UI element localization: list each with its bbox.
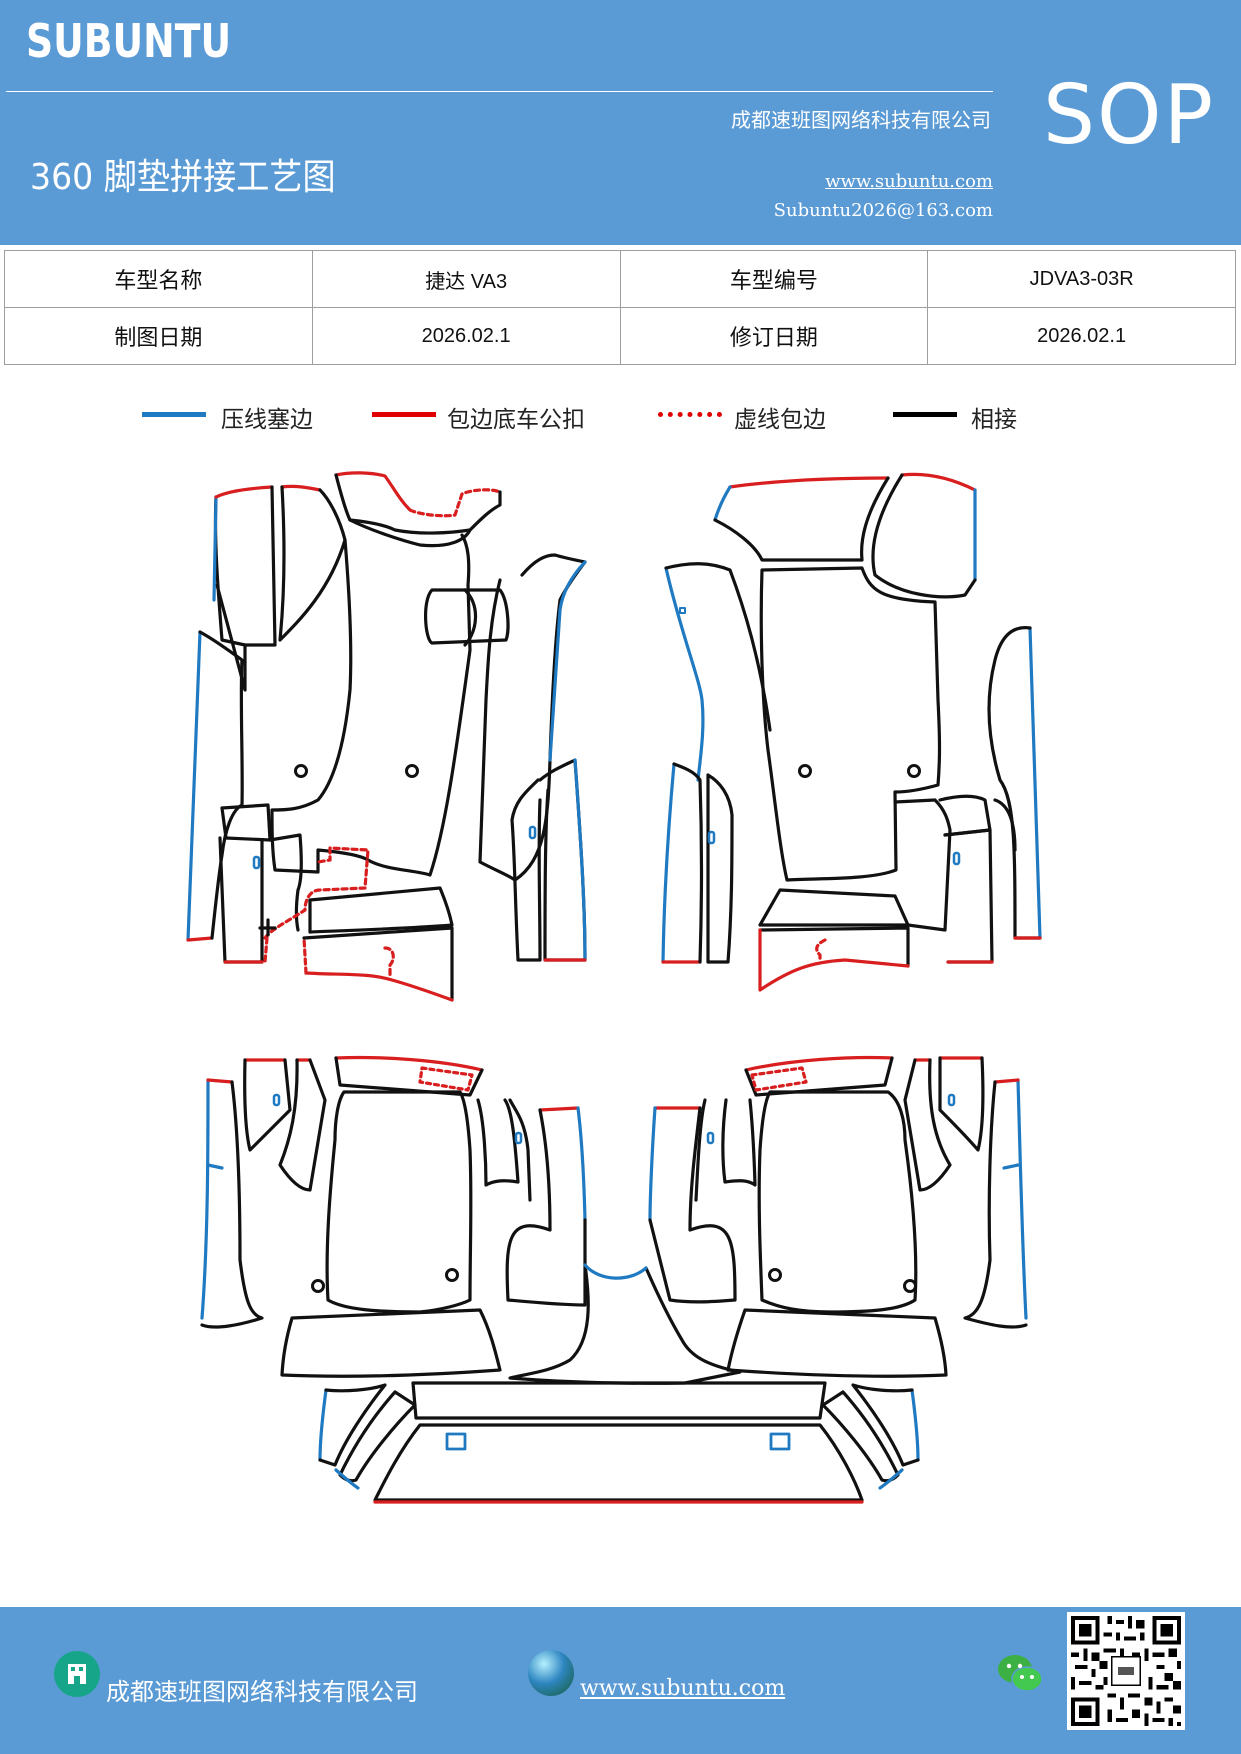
info-table: 车型名称 捷达 VA3 车型编号 JDVA3-03R 制图日期 2026.02.… xyxy=(4,250,1236,365)
legend-swatch-blue xyxy=(142,412,206,417)
footer-company: 成都速班图网络科技有限公司 xyxy=(106,1678,418,1706)
qr-code xyxy=(1067,1612,1185,1730)
header-company: 成都速班图网络科技有限公司 xyxy=(731,108,991,132)
header-divider xyxy=(6,91,993,92)
header-email: Subuntu2026@163.com xyxy=(773,200,993,221)
rear-mat-set xyxy=(200,1055,1028,1504)
legend-swatch-red xyxy=(372,412,436,417)
header-banner xyxy=(0,0,1241,245)
globe-icon xyxy=(528,1650,574,1696)
footer-url-link[interactable]: www.subuntu.com xyxy=(580,1676,786,1701)
table-row: 车型名称 捷达 VA3 车型编号 JDVA3-03R xyxy=(4,250,1236,308)
value-model-code: JDVA3-03R xyxy=(927,250,1236,308)
legend-label: 相接 xyxy=(971,407,1017,433)
sop-label: SOP xyxy=(1043,68,1216,163)
legend-swatch-black xyxy=(893,412,957,417)
header-url-link[interactable]: www.subuntu.com xyxy=(825,171,993,192)
label-draw-date: 制图日期 xyxy=(4,307,313,365)
value-revise-date: 2026.02.1 xyxy=(927,307,1236,365)
building-icon xyxy=(68,1664,86,1684)
label-model-name: 车型名称 xyxy=(4,250,313,308)
legend-label: 压线塞边 xyxy=(221,407,313,433)
brand-logo: SUBUNTU xyxy=(26,14,232,68)
value-model-name: 捷达 VA3 xyxy=(311,250,621,308)
company-icon xyxy=(54,1651,100,1697)
label-revise-date: 修订日期 xyxy=(619,307,929,365)
legend-label: 包边底车公扣 xyxy=(447,407,585,433)
legend-label: 虚线包边 xyxy=(734,407,826,433)
left-front-mat-set xyxy=(186,471,587,1002)
value-draw-date: 2026.02.1 xyxy=(311,307,621,365)
label-model-code: 车型编号 xyxy=(619,250,929,308)
page-title: 360 脚垫拼接工艺图 xyxy=(30,157,336,198)
right-front-mat-set xyxy=(661,472,1042,992)
wechat-icon xyxy=(996,1652,1044,1696)
table-row: 制图日期 2026.02.1 修订日期 2026.02.1 xyxy=(4,307,1236,365)
legend-swatch-dotted xyxy=(658,412,722,417)
